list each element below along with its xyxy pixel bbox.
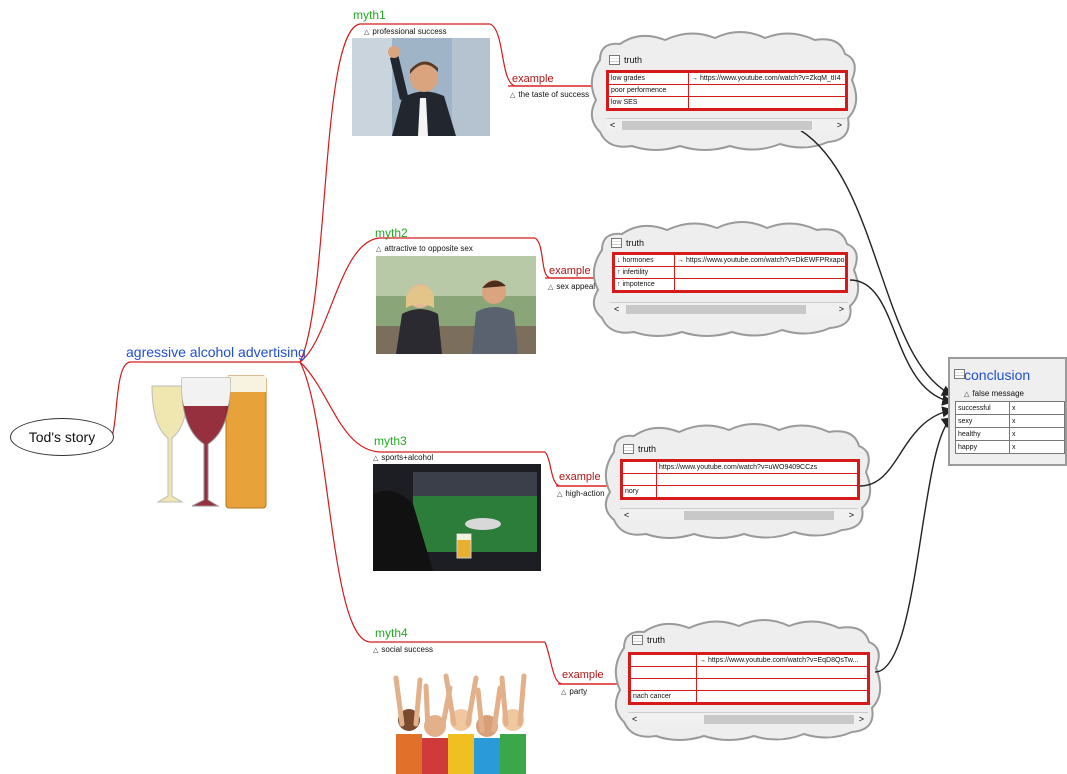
table-row[interactable]: nory xyxy=(622,485,858,498)
myth3-subtitle: △sports+alcohol xyxy=(373,453,434,462)
myth2-example[interactable]: example xyxy=(549,265,591,277)
truth1-header: truth xyxy=(609,55,642,65)
root-node-tods-story[interactable]: Tod's story xyxy=(10,418,114,456)
scroll-right-icon[interactable]: > xyxy=(848,510,854,520)
truth4-header: truth xyxy=(632,635,665,645)
myth3-photo-sports-tv xyxy=(373,464,541,571)
myth2-label[interactable]: myth2 xyxy=(375,226,408,240)
myth1-example[interactable]: example xyxy=(512,73,554,85)
myth2-photo-couple xyxy=(376,256,536,354)
branch-line-myth2 xyxy=(299,237,535,363)
table-icon xyxy=(609,55,620,65)
scroll-left-icon[interactable]: < xyxy=(624,510,630,520)
scroll-left-icon[interactable]: < xyxy=(632,714,638,724)
truth3-header: truth xyxy=(623,444,656,454)
scroll-thumb[interactable] xyxy=(684,511,834,520)
table-row[interactable]: nach cancer xyxy=(630,690,868,703)
table-row[interactable]: ↑ infertility xyxy=(614,266,846,279)
table-row[interactable]: low grades→ https://www.youtube.com/watc… xyxy=(608,72,846,85)
myth4-label[interactable]: myth4 xyxy=(375,626,408,640)
truth2-scrollbar[interactable]: < > xyxy=(610,302,848,315)
table-row[interactable] xyxy=(630,666,868,679)
table-row[interactable] xyxy=(622,473,858,486)
myth1-photo-businessman xyxy=(352,38,490,136)
arrow-truth2-conclusion xyxy=(849,279,954,406)
table-icon xyxy=(623,444,634,454)
branch-line-myth1 xyxy=(299,23,490,363)
myth4-subtitle: △social success xyxy=(373,645,433,654)
table-row[interactable]: https://www.youtube.com/watch?v=uWO9409C… xyxy=(622,461,858,474)
scroll-right-icon[interactable]: > xyxy=(836,120,842,130)
myth4-photo-kids xyxy=(386,664,530,774)
scroll-thumb[interactable] xyxy=(704,715,854,724)
myth3-label[interactable]: myth3 xyxy=(374,434,407,448)
truth4-scrollbar[interactable]: < > xyxy=(628,712,868,725)
truth2-header: truth xyxy=(611,238,644,248)
scroll-right-icon[interactable]: > xyxy=(858,714,864,724)
myth2-subtitle: △attractive to opposite sex xyxy=(376,244,473,253)
arrow-truth1-conclusion xyxy=(799,129,954,396)
collapse-triangle-icon[interactable]: △ xyxy=(373,455,379,462)
scroll-thumb[interactable] xyxy=(626,305,806,314)
myth4-example[interactable]: example xyxy=(562,669,604,681)
truth3-table[interactable]: https://www.youtube.com/watch?v=uWO9409C… xyxy=(620,459,860,500)
myth1-subtitle: △professional success xyxy=(364,27,447,36)
collapse-triangle-icon[interactable]: △ xyxy=(964,391,970,398)
myth1-example-subtitle: △the taste of success xyxy=(510,90,590,99)
scroll-right-icon[interactable]: > xyxy=(838,304,844,314)
truth2-table[interactable]: ↓ hormones→ https://www.youtube.com/watc… xyxy=(612,252,848,293)
table-icon xyxy=(632,635,643,645)
collapse-triangle-icon[interactable]: △ xyxy=(548,284,554,291)
branch-line-myth3 xyxy=(299,361,545,453)
arrow-truth3-conclusion xyxy=(859,406,954,487)
truth3-scrollbar[interactable]: < > xyxy=(620,508,858,521)
table-row[interactable]: poor performence xyxy=(608,84,846,97)
scroll-left-icon[interactable]: < xyxy=(614,304,620,314)
conclusion-subtitle: △false message xyxy=(964,389,1024,398)
myth3-example[interactable]: example xyxy=(559,471,601,483)
truth1-scrollbar[interactable]: < > xyxy=(606,118,846,131)
myth3-example-subtitle: △high-action xyxy=(557,489,605,498)
collapse-triangle-icon[interactable]: △ xyxy=(557,491,563,498)
root-label: Tod's story xyxy=(28,429,96,445)
table-row[interactable]: low SES xyxy=(608,96,846,109)
collapse-triangle-icon[interactable]: △ xyxy=(373,647,379,654)
myth4-example-subtitle: △party xyxy=(561,687,588,696)
table-icon xyxy=(954,369,965,379)
table-row[interactable]: → https://www.youtube.com/watch?v=EqD8Qs… xyxy=(630,654,868,667)
arrow-truth4-conclusion xyxy=(874,417,954,673)
table-row[interactable]: ↑ impotence xyxy=(614,278,846,291)
topic-image-drinks xyxy=(142,366,274,510)
collapse-triangle-icon[interactable]: △ xyxy=(376,246,382,253)
branch-line-myth4 xyxy=(299,361,545,643)
collapse-triangle-icon[interactable]: △ xyxy=(510,92,516,99)
conclusion-title: conclusion xyxy=(964,367,1031,383)
table-icon xyxy=(611,238,622,248)
collapse-triangle-icon[interactable]: △ xyxy=(364,29,370,36)
root-connector xyxy=(111,361,300,437)
scroll-thumb[interactable] xyxy=(622,121,812,130)
myth1-label[interactable]: myth1 xyxy=(353,8,386,22)
topic-label[interactable]: agressive alcohol advertising xyxy=(126,344,306,360)
table-row[interactable]: ↓ hormones→ https://www.youtube.com/watc… xyxy=(614,254,846,267)
truth1-table[interactable]: low grades→ https://www.youtube.com/watc… xyxy=(606,70,848,111)
scroll-left-icon[interactable]: < xyxy=(610,120,616,130)
myth2-example-subtitle: △sex appeal xyxy=(548,282,596,291)
table-row[interactable] xyxy=(630,678,868,691)
truth4-table[interactable]: → https://www.youtube.com/watch?v=EqD8Qs… xyxy=(628,652,870,705)
collapse-triangle-icon[interactable]: △ xyxy=(561,689,567,696)
